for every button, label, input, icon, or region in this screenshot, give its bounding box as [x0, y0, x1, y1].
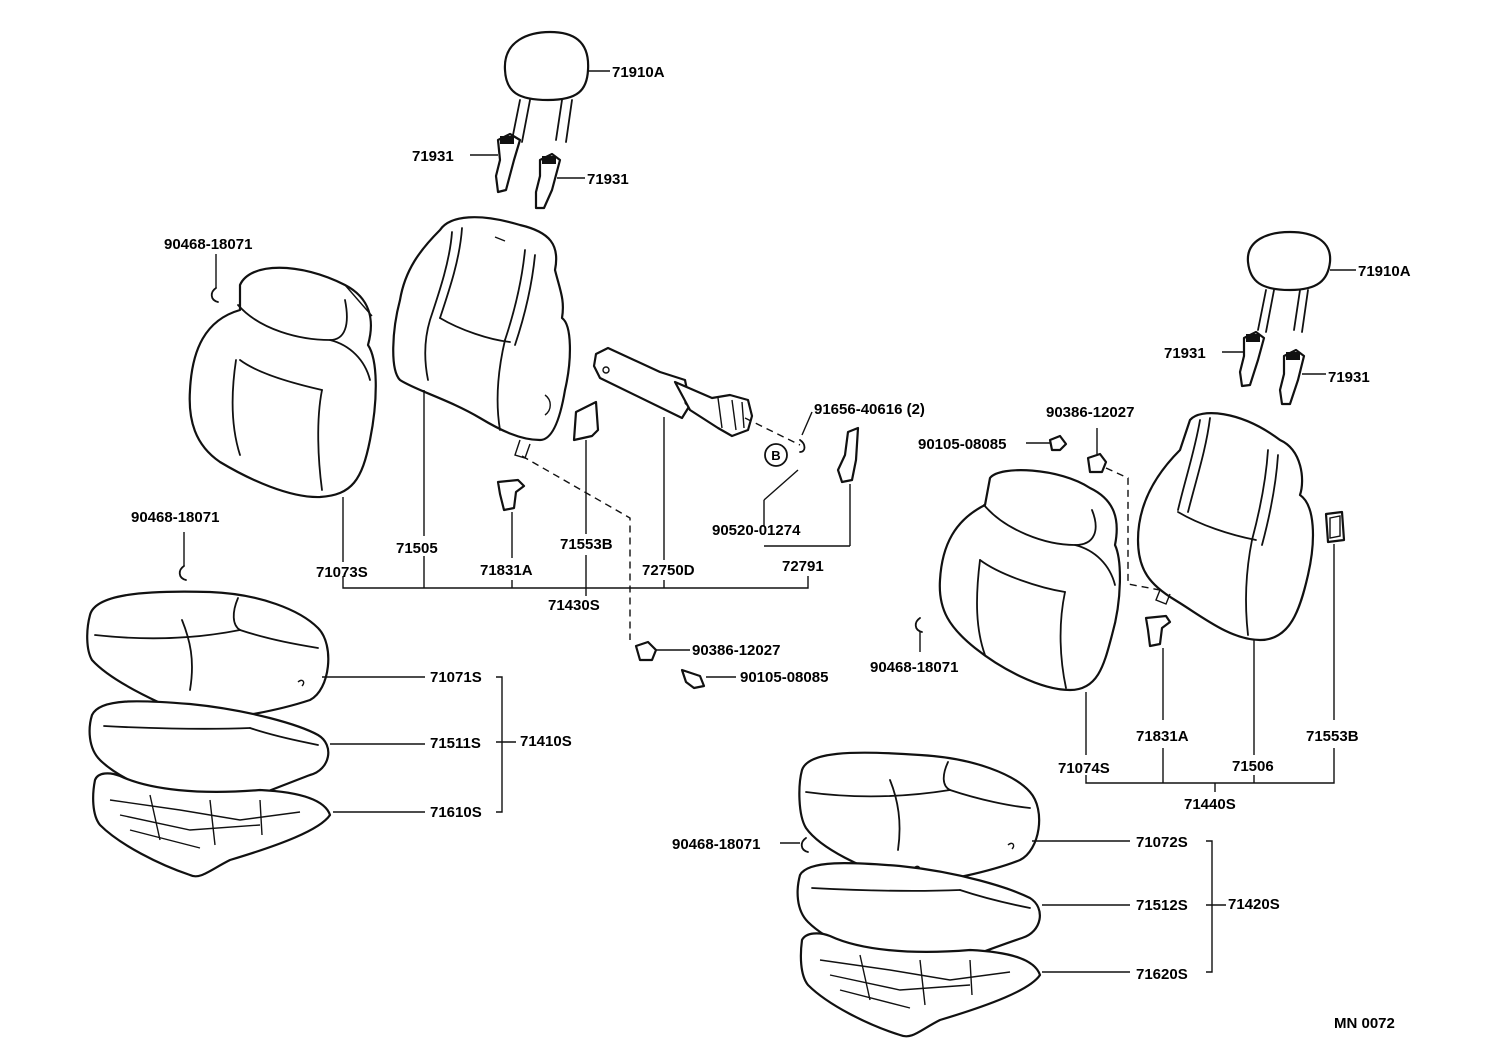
label-71512S: 71512S — [1136, 897, 1188, 914]
bolt-90105-left — [680, 668, 736, 690]
recliner-72750D — [592, 346, 754, 560]
cover-71553B-left — [572, 400, 600, 534]
headrest-support-right-a — [1222, 330, 1266, 388]
label-71072S: 71072S — [1136, 834, 1188, 851]
headrest-support-left-b — [534, 152, 585, 210]
label-71511S: 71511S — [430, 735, 481, 752]
cushion-pad-71511S — [88, 700, 425, 812]
cushion-frame-71610S — [92, 772, 425, 878]
clip-90468-b — [178, 532, 187, 581]
seatback-cover-71073S — [188, 266, 377, 562]
label-91656: 91656-40616 (2) — [814, 401, 925, 418]
headrest-support-left-a — [470, 132, 522, 194]
label-71430S: 71430S — [548, 597, 600, 614]
bushing-71831A-right — [1144, 614, 1172, 720]
bushing-71831A-left — [496, 478, 526, 558]
label-90468-b: 90468-18071 — [131, 509, 219, 526]
cushion-frame-71620S — [799, 932, 1130, 1038]
group-bracket-71440S — [1085, 748, 1335, 792]
group-bracket-71420S — [1206, 840, 1226, 973]
lever-72791 — [836, 426, 860, 546]
label-71931-right-b: 71931 — [1328, 369, 1370, 386]
ref-B-label: B — [771, 448, 780, 463]
headrest-right — [1246, 230, 1356, 333]
label-71931-left-a: 71931 — [412, 148, 454, 165]
label-71440S: 71440S — [1184, 796, 1236, 813]
label-71910A-right: 71910A — [1358, 263, 1411, 280]
nut-90386-right — [1086, 428, 1161, 591]
headrest-support-right-b — [1278, 348, 1326, 406]
label-90468-a: 90468-18071 — [164, 236, 252, 253]
label-71553B-right: 71553B — [1306, 728, 1359, 745]
seatback-cover-71074S — [938, 469, 1121, 755]
label-71553B-left: 71553B — [560, 536, 613, 553]
group-bracket-71410S — [496, 676, 516, 813]
clip-90468-c — [914, 617, 923, 652]
seatback-frame-71506 — [1136, 412, 1315, 755]
cover-71553B-right — [1324, 510, 1346, 720]
label-90386-right: 90386-12027 — [1046, 404, 1134, 421]
headrest-left — [503, 30, 610, 143]
cushion-cover-71072S — [798, 751, 1130, 887]
label-71931-right-a: 71931 — [1164, 345, 1206, 362]
clip-90468-a — [210, 254, 219, 303]
label-71831A-right: 71831A — [1136, 728, 1189, 745]
label-71610S: 71610S — [430, 804, 482, 821]
diagram-code: MN 0072 — [1334, 1015, 1395, 1032]
cushion-cover-71071S — [86, 590, 425, 722]
clip-90468-d — [780, 837, 809, 853]
ref-circle-B: B — [764, 443, 788, 467]
label-71420S: 71420S — [1228, 896, 1280, 913]
label-71831A-left: 71831A — [480, 562, 533, 579]
label-71506: 71506 — [1232, 758, 1274, 775]
group-bracket-71430S — [342, 545, 850, 596]
label-71931-left-b: 71931 — [587, 171, 629, 188]
label-72791: 72791 — [782, 558, 824, 575]
label-90105-right: 90105-08085 — [918, 436, 1006, 453]
hook-91656 — [744, 411, 813, 453]
label-90468-d: 90468-18071 — [672, 836, 760, 853]
label-71620S: 71620S — [1136, 966, 1188, 983]
label-71074S: 71074S — [1058, 760, 1110, 777]
dashed-leaders-left — [521, 455, 631, 640]
label-90468-c: 90468-18071 — [870, 659, 958, 676]
seatback-frame-71505 — [392, 216, 572, 536]
label-71910A-left: 71910A — [612, 64, 665, 81]
label-71073S: 71073S — [316, 564, 368, 581]
nut-90386-left — [634, 640, 690, 662]
label-90386-left: 90386-12027 — [692, 642, 780, 659]
label-90520: 90520-01274 — [712, 522, 801, 539]
bracket-90520 — [763, 469, 799, 526]
label-90105-left: 90105-08085 — [740, 669, 828, 686]
bolt-90105-right — [1026, 434, 1068, 452]
label-72750D: 72750D — [642, 562, 695, 579]
label-71505: 71505 — [396, 540, 438, 557]
label-71071S: 71071S — [430, 669, 482, 686]
label-71410S: 71410S — [520, 733, 572, 750]
